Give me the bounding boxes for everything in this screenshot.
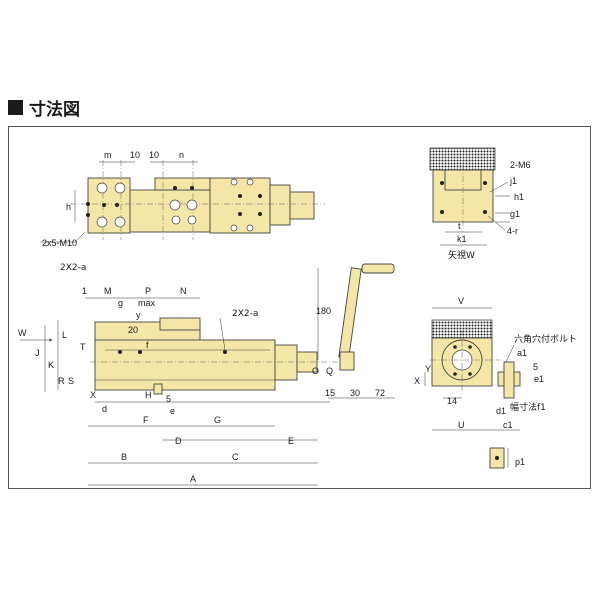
dim-X: X — [90, 390, 96, 400]
dim-T: T — [80, 342, 86, 352]
dim-L: L — [62, 330, 67, 340]
top-right-block — [209, 177, 271, 234]
dim-B: B — [121, 452, 127, 462]
dim-e1: e1 — [534, 374, 544, 384]
dim-f: f — [146, 340, 149, 350]
dim-20: 20 — [128, 325, 138, 335]
dim-n: n — [179, 150, 184, 160]
dim-D: D — [175, 436, 182, 446]
callout-2x2a-right: 2X2-a — [232, 309, 258, 319]
dim-14: 14 — [447, 396, 457, 406]
dim-V: V — [458, 296, 464, 306]
dim-P: P — [145, 286, 151, 296]
dim-max: max — [138, 298, 156, 308]
dim-M: M — [104, 286, 112, 296]
dim-72: 72 — [375, 388, 385, 398]
dim-a1: a1 — [517, 348, 527, 358]
front-view: 2X2-a 2X2-a 1 M P N g max y 20 f W L J K… — [18, 263, 395, 486]
dim-A: A — [190, 474, 196, 484]
dim-h1: h1 — [514, 192, 524, 202]
front-key — [153, 383, 163, 395]
side-view: V 六角穴付ボルト a1 5 e1 X Y 14 d1 幅寸法f1 U c1 p… — [414, 296, 577, 469]
hole-callout: 2x5-M10 — [42, 238, 77, 248]
width-note: 幅寸法f1 — [510, 401, 546, 413]
dim-X-right: X — [414, 376, 420, 386]
top-right-boss — [289, 191, 315, 220]
dim-1: 1 — [82, 286, 87, 296]
dim-2-m6: 2-M6 — [510, 160, 531, 170]
crank-arm — [338, 267, 362, 359]
dim-j1: j1 — [509, 176, 517, 186]
dim-c1: c1 — [503, 420, 513, 430]
dim-h: h — [66, 202, 71, 212]
dim-O: O — [312, 366, 319, 376]
front-movable-jaw-top — [159, 317, 201, 331]
dim-N: N — [180, 286, 187, 296]
side-clamp-bolt — [503, 361, 515, 399]
dim-K: K — [48, 360, 54, 370]
dim-5: 5 — [166, 394, 171, 404]
view-w-caption: 矢視W — [448, 249, 475, 261]
dim-4-r: 4-r — [507, 226, 518, 236]
dim-m: m — [104, 150, 112, 160]
dim-R: R — [58, 376, 65, 386]
dim-180: 180 — [316, 306, 331, 316]
dim-S: S — [68, 376, 74, 386]
callout-2x2a-left: 2X2-a — [60, 263, 86, 273]
dim-10-a: 10 — [130, 150, 140, 160]
dim-J: J — [35, 348, 40, 358]
dim-H: H — [145, 390, 152, 400]
section-title: 寸法図 — [8, 96, 80, 120]
dim-g: g — [118, 298, 123, 308]
dim-C: C — [232, 452, 239, 462]
dim-d: d — [102, 404, 107, 414]
title-square-icon — [8, 99, 23, 115]
title-text: 寸法図 — [29, 99, 80, 120]
dim-U: U — [458, 420, 465, 430]
view-w: 2-M6 j1 h1 g1 t 4-r k1 矢視W — [429, 147, 531, 261]
dim-E: E — [288, 436, 294, 446]
dim-10-b: 10 — [149, 150, 159, 160]
dim-30: 30 — [350, 388, 360, 398]
top-right-shoulder — [269, 184, 291, 226]
dim-k1: k1 — [457, 234, 467, 244]
drawing-frame — [8, 126, 591, 489]
crank-grip — [361, 263, 395, 274]
dim-p1: p1 — [515, 457, 525, 467]
dim-e: e — [170, 406, 175, 416]
dim-d1: d1 — [496, 406, 506, 416]
dim-g1: g1 — [510, 209, 520, 219]
dim-W-arrow: W — [18, 328, 27, 338]
dim-Y-right: Y — [425, 364, 431, 374]
front-base — [94, 339, 276, 391]
crank-hub — [339, 351, 355, 371]
dim-F: F — [143, 415, 149, 425]
dim-y: y — [136, 310, 141, 320]
dim-5-right: 5 — [533, 362, 538, 372]
dim-15: 15 — [325, 388, 335, 398]
dim-t-top: t — [458, 221, 461, 231]
top-view: m 10 10 n h 2x5-M10 — [40, 150, 325, 248]
top-middle-body — [129, 189, 211, 233]
bolt-note: 六角穴付ボルト — [514, 333, 577, 345]
knurled-jaw-top — [429, 147, 496, 171]
front-shaft-housing — [274, 344, 298, 381]
dim-Q: Q — [326, 366, 333, 376]
dim-G: G — [214, 415, 221, 425]
